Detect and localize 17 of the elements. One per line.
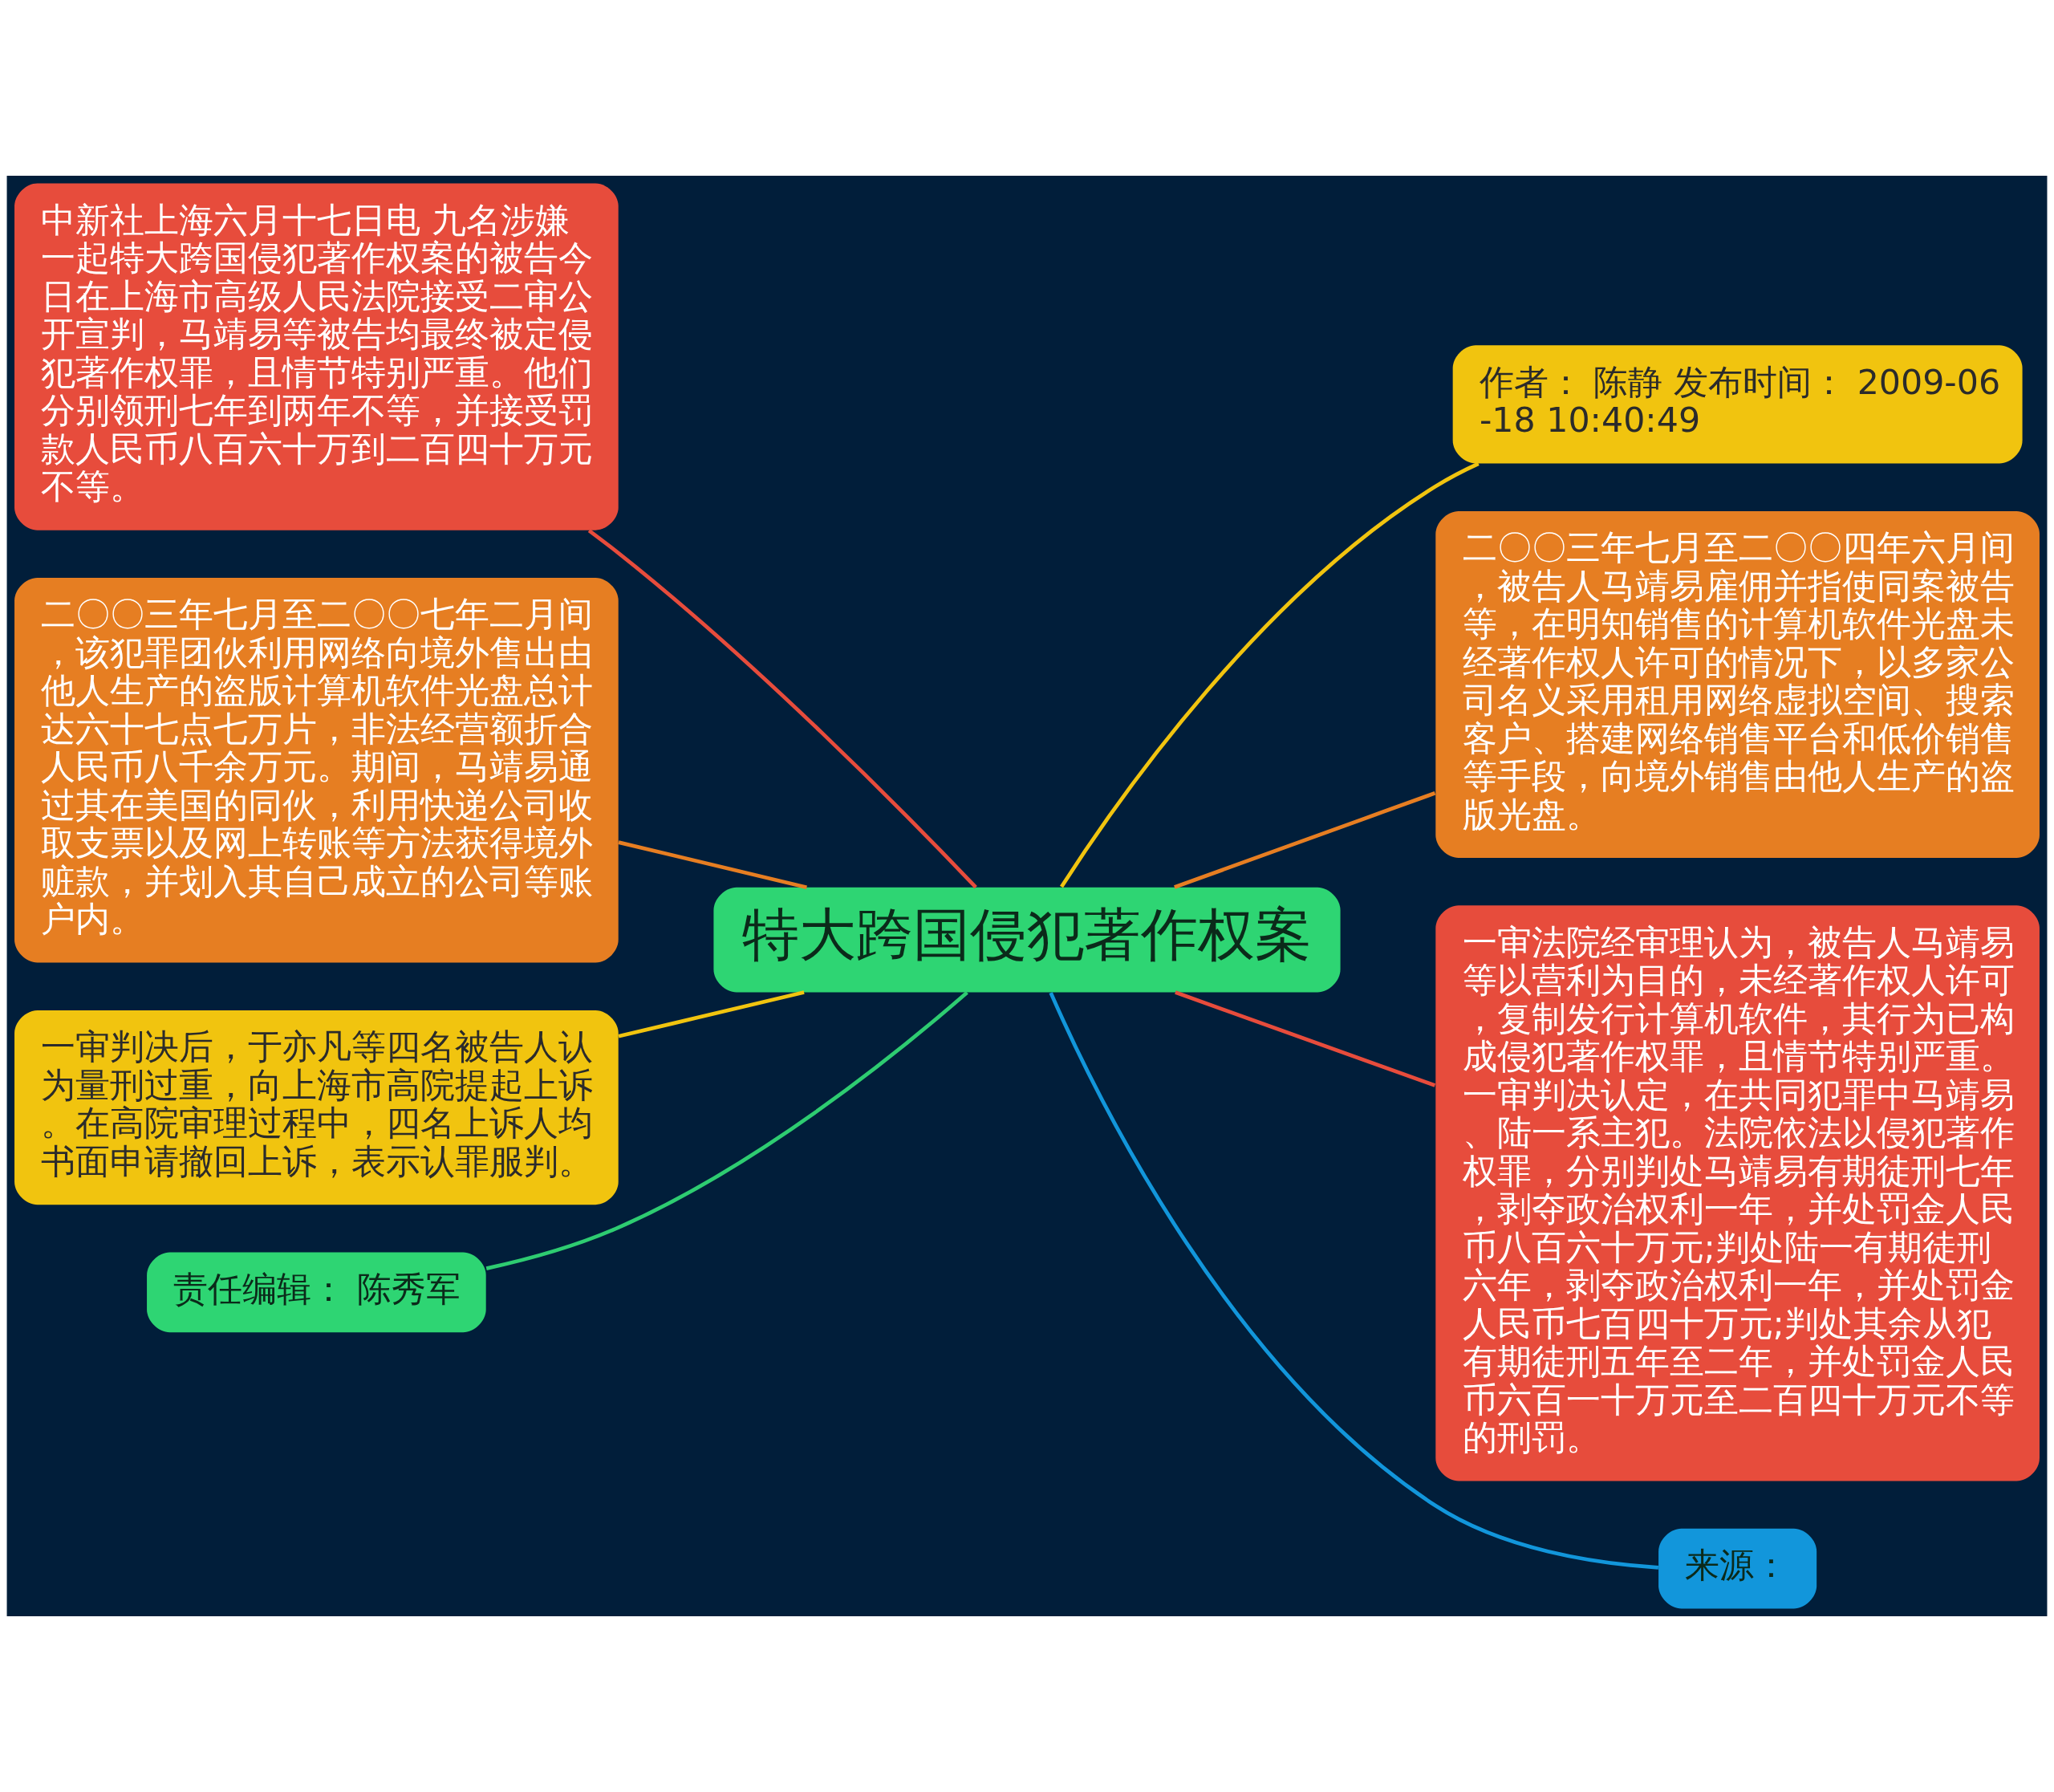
node-box: 二〇〇三年七月至二〇〇七年二月间，该犯罪团伙利用网络向境外售出由他人生产的盗版计算机软件光盘总计达六十七点七万片，非法经营额折合人民币八千余万元。期间，马靖易通过其在美国的同伙，利用快递公司收取支票以及网上转账等方法获得境外赃款，并划入其自己成立的公司等账户内。 bbox=[14, 578, 619, 963]
node-box: 责任编辑： 陈秀军 bbox=[147, 1252, 486, 1333]
connector bbox=[1175, 990, 1436, 1087]
connector bbox=[618, 840, 807, 890]
node-box: 来源： bbox=[1658, 1528, 1817, 1609]
connector bbox=[1174, 791, 1436, 889]
node-box: 作者： 陈静 发布时间： 2009-06-18 10:40:49 bbox=[1452, 345, 2023, 464]
connector bbox=[485, 990, 968, 1270]
connector bbox=[1060, 461, 1480, 888]
node-box: 一审判决后，于亦凡等四名被告人认为量刑过重，向上海市高院提起上诉。在高院审理过程中，四名上诉人均书面申请撤回上诉，表示认罪服判。 bbox=[14, 1010, 619, 1205]
node-box: 中新社上海六月十七日电 九名涉嫌一起特大跨国侵犯著作权案的被告今日在上海市高级人民法院接受二审公开宣判，马靖易等被告均最终被定侵犯著作权罪，且情节特别严重。他们分别领刑七年到两年不等，并接受罚款人民币八百六十万到二百四十万元不等。 bbox=[14, 183, 619, 530]
connector bbox=[1049, 992, 1659, 1570]
connector bbox=[618, 990, 805, 1038]
connector bbox=[587, 529, 977, 889]
node-box: 一审法院经审理认为，被告人马靖易等以营利为目的，未经著作权人许可，复制发行计算机软件，其行为已构成侵犯著作权罪，且情节特别严重。一审判决认定，在共同犯罪中马靖易、陆一系主犯。法院依法以侵犯著作权罪，分别判处马靖易有期徒刑七年，剥夺政治权利一年，并处罚金人民币八百六十万元;判处陆一有期徒刑六年，剥夺政治权利一年，并处罚金人民币七百四十万元;判处其余从犯有期徒刑五年至二年，并处罚金人民币六百一十万元至二百四十万元不等的刑罚。 bbox=[1435, 905, 2040, 1481]
node-box: 二〇〇三年七月至二〇〇四年六月间，被告人马靖易雇佣并指使同案被告等，在明知销售的计算机软件光盘未经著作权人许可的情况下，以多家公司名义采用租用网络虚拟空间、搜索客户、搭建网络销售平台和低价销售等手段，向境外销售由他人生产的盗版光盘。 bbox=[1435, 510, 2040, 858]
node-box: 特大跨国侵犯著作权案 bbox=[713, 887, 1341, 993]
